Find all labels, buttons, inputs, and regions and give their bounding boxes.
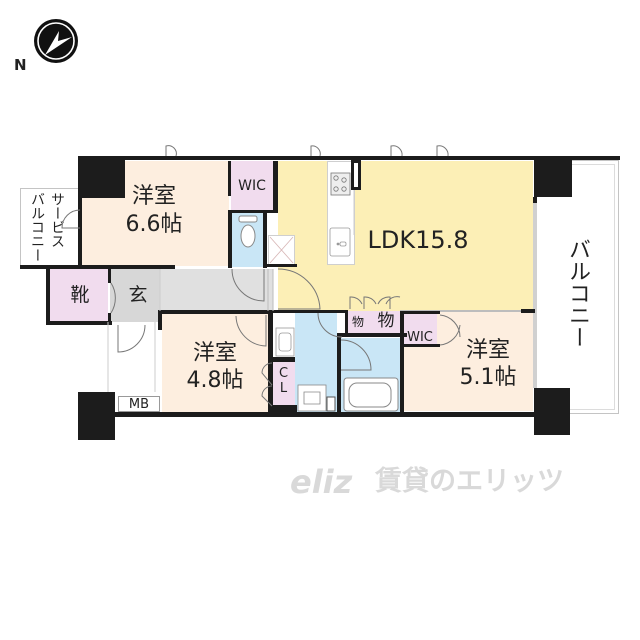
- balcony-label: バルコニー: [565, 238, 590, 348]
- wall-wash-bath: [337, 335, 341, 415]
- wall-4-8-top: [158, 310, 270, 314]
- wash-basin-icon: [275, 327, 295, 357]
- pipe-space: [268, 235, 295, 265]
- door-swing-top-1: [165, 145, 177, 157]
- meter-box-label: MB: [128, 397, 150, 412]
- meter-box: [118, 396, 160, 412]
- walk-in-closet-2: [403, 313, 437, 345]
- wall-left-6-6: [78, 198, 82, 268]
- entrance: [110, 269, 160, 322]
- door-swing-top-4: [436, 145, 449, 157]
- entrance-label: 玄: [128, 284, 148, 306]
- wall-wic-right: [273, 161, 278, 213]
- wall-toilet-right: [263, 210, 267, 268]
- washroom: [295, 313, 337, 412]
- wall-top: [78, 156, 620, 160]
- wall-bath-top: [337, 333, 407, 337]
- wall-toilet-left: [228, 210, 232, 268]
- walk-in-closet-1: [231, 161, 273, 210]
- wall-cl-bottom: [273, 405, 297, 415]
- toilet: [232, 213, 263, 267]
- wall-4-8-left: [158, 310, 162, 330]
- wall-bottom: [115, 412, 535, 417]
- closet-label: CL: [276, 366, 291, 396]
- wall-shoe-right-top: [108, 269, 111, 283]
- western-room-4-8-name: 洋室: [192, 341, 237, 366]
- balcony: [537, 160, 619, 414]
- hallway: [160, 269, 273, 311]
- wall-vanity-bottom: [273, 357, 295, 362]
- ldk-label: LDK15.8: [367, 226, 469, 254]
- western-room-5-1-name: 洋室: [465, 338, 510, 363]
- wall-wic-2-bottom: [400, 344, 440, 347]
- watermark-text: 賃貸のエリッツ: [375, 466, 564, 497]
- pillar-bottom-left: [78, 392, 115, 440]
- western-room-5-1-size: 5.1帖: [459, 365, 517, 390]
- shoe-closet-label: 靴: [70, 284, 90, 306]
- north-arrow-icon: [34, 19, 78, 63]
- service-balcony-label-col1: サービス: [49, 192, 65, 248]
- partition-ldk-5-1: [400, 310, 521, 312]
- storage-2: [368, 311, 402, 333]
- wic-2-label: WIC: [407, 330, 433, 345]
- wall-toilet-top: [228, 210, 278, 213]
- compass-north-label: N: [14, 56, 27, 74]
- wall-ldk-right: [533, 197, 537, 203]
- western-room-6-6-name: 洋室: [131, 184, 176, 209]
- wall-shoe-right-bottom: [108, 313, 111, 325]
- wall-wic-left: [228, 161, 231, 196]
- pillar-top-right: [534, 156, 572, 197]
- door-swing-entrance: [117, 324, 146, 353]
- wall-bath-right: [400, 311, 404, 415]
- watermark-logo: eliz: [290, 463, 353, 501]
- shoe-closet: [50, 269, 108, 322]
- wall-wic-2-top: [400, 311, 440, 314]
- window-right: [533, 203, 537, 388]
- balcony-inner-outline: [541, 164, 615, 410]
- storage-1-label: 物: [351, 315, 364, 329]
- kitchen-wall-stub-inner: [354, 163, 358, 187]
- pillar-bottom-right: [534, 388, 570, 435]
- storage-1: [347, 311, 368, 333]
- wall-storage-left: [345, 311, 348, 335]
- western-room-6-6-size: 6.6帖: [125, 212, 183, 237]
- western-room-4-8-size: 4.8帖: [186, 368, 244, 393]
- wall-4-8-right: [268, 310, 273, 417]
- bathroom: [340, 338, 400, 412]
- wall-6-6-bottom: [20, 265, 175, 269]
- closet: [273, 362, 295, 408]
- pillar-top-left: [78, 156, 125, 198]
- door-swing-top-3: [390, 145, 403, 157]
- wall-shoe-left: [46, 269, 50, 325]
- service-balcony-label-col2: バルコニー: [29, 192, 45, 262]
- wall-wash-top: [268, 310, 348, 313]
- wic-1-label: WIC: [238, 178, 266, 194]
- storage-2-label: 物: [377, 311, 395, 331]
- wall-ldk-5-1: [521, 309, 535, 313]
- wall-shoe-bottom: [46, 321, 112, 325]
- door-swing-top-2: [310, 145, 321, 157]
- wall-ps-bottom: [263, 264, 297, 267]
